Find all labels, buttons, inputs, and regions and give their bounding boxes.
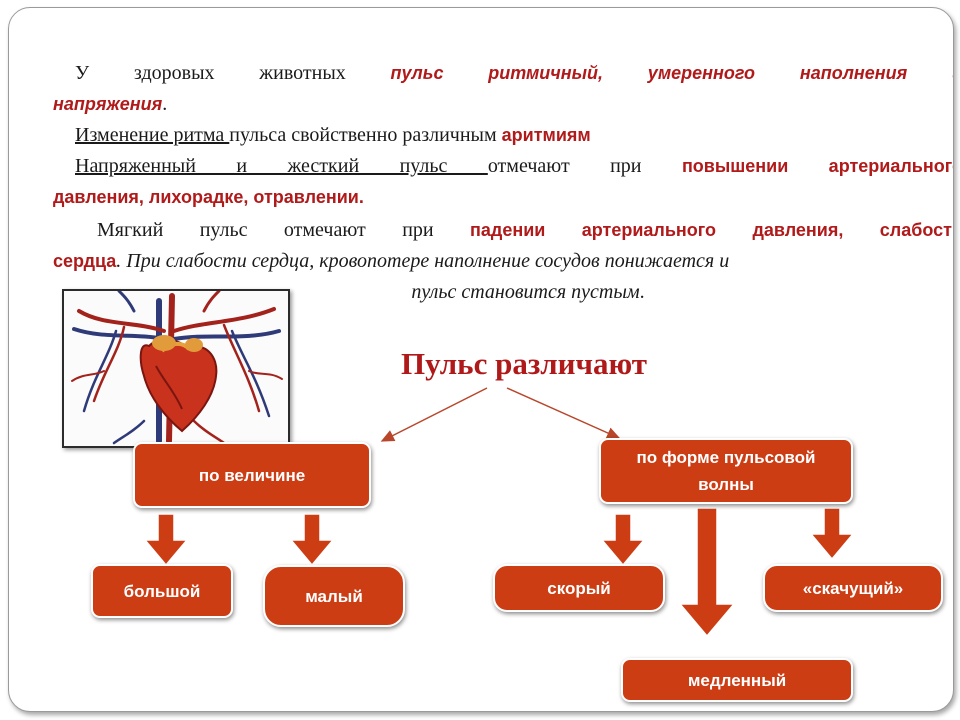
item-slow: медленный (621, 658, 853, 702)
p3-highlight: повышении артериального (681, 156, 954, 176)
slide-frame: У здоровых животных пульс ритмичный, уме… (8, 7, 954, 712)
diagram-title: Пульс различают (400, 346, 648, 381)
item-small: малый (263, 565, 405, 627)
p4-text: Мягкий пульс отмечают при (97, 219, 471, 241)
block-arrow-right-1 (600, 513, 646, 567)
diagram-arrows (143, 387, 855, 638)
paragraph-4-cont: сердца. При слабости сердца, кровопотере… (53, 246, 953, 277)
paragraph-3-cont: давления, лихорадке, отравлении. (53, 182, 953, 213)
p2-text: пульса свойственно различным (229, 124, 502, 146)
block-arrow-left-2 (289, 513, 335, 567)
p3-highlight-cont: давления, лихорадке, отравлении. (53, 187, 364, 207)
p1-highlight: пульс ритмичный, умеренного наполнения и (390, 63, 954, 83)
paragraph-4-end: пульс становится пустым. (53, 277, 953, 308)
arrow-to-right-branch (506, 387, 621, 439)
p4-period: . (639, 281, 645, 303)
paragraph-1: У здоровых животных пульс ритмичный, уме… (53, 58, 954, 89)
p1-text: У здоровых животных (75, 62, 391, 84)
text-block: У здоровых животных пульс ритмичный, уме… (53, 58, 954, 308)
heart-circulatory-icon (71, 291, 283, 445)
p2-underlined: Изменение ритма (75, 124, 230, 146)
paragraph-3: Напряженный и жесткий пульс отмечают при… (53, 151, 954, 182)
p4-highlight-cont: сердца (53, 251, 117, 271)
p3-text: отмечают при (487, 155, 682, 177)
item-fast: скорый (493, 564, 665, 612)
paragraph-4: Мягкий пульс отмечают при падении артери… (53, 215, 954, 246)
paragraph-2: Изменение ритма пульса свойственно разли… (53, 120, 953, 151)
block-arrow-left-1 (143, 513, 189, 567)
paragraph-1-cont: напряжения. (53, 89, 953, 120)
block-arrow-right-3 (809, 507, 855, 561)
p4-italic-end: пульс становится пустым (411, 281, 640, 303)
item-large: большой (91, 564, 233, 618)
p1-period: . (162, 93, 168, 115)
heart-illustration (62, 289, 290, 448)
block-arrow-right-2 (678, 507, 736, 638)
p4-italic: . При слабости сердца, кровопотере напол… (116, 250, 730, 272)
item-bounding: «скачущий» (763, 564, 943, 612)
p1-highlight-cont: напряжения (53, 94, 163, 114)
p3-underlined: Напряженный и жесткий пульс (75, 155, 488, 177)
p4-highlight: падении артериального давления, слабости (470, 220, 954, 240)
p2-highlight: аритмиям (501, 125, 591, 145)
branch-by-wave-form: по форме пульсовой волны (599, 438, 853, 504)
arrow-to-left-branch (380, 387, 488, 442)
branch-by-size: по величине (133, 442, 371, 508)
